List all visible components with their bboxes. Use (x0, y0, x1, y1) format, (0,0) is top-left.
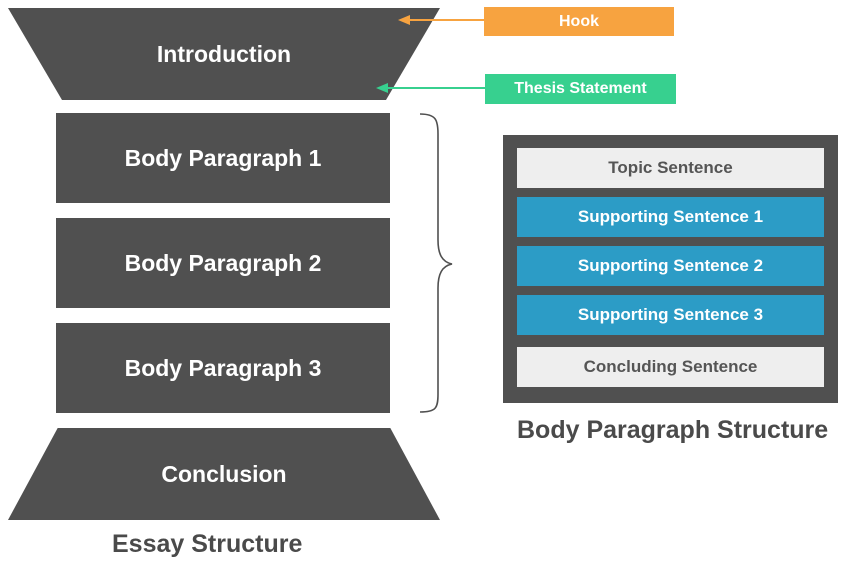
thesis-statement-tag: Thesis Statement (485, 74, 676, 104)
thesis-arrow (376, 83, 485, 93)
conclusion-block: Conclusion (8, 428, 440, 520)
body-paragraph-1-block: Body Paragraph 1 (56, 113, 390, 203)
supporting-sentence-1: Supporting Sentence 1 (517, 197, 824, 237)
topic-sentence-label: Topic Sentence (608, 158, 733, 177)
hook-tag: Hook (484, 7, 674, 36)
body-paragraph-1-label: Body Paragraph 1 (124, 144, 322, 171)
introduction-block: Introduction (8, 8, 440, 100)
supporting-sentence-2-label: Supporting Sentence 2 (577, 256, 764, 275)
supporting-sentence-3: Supporting Sentence 3 (517, 295, 824, 335)
introduction-label: Introduction (156, 40, 292, 67)
body-paragraph-3-label: Body Paragraph 3 (124, 354, 322, 381)
concluding-sentence-label: Concluding Sentence (583, 357, 758, 376)
thesis-statement-label: Thesis Statement (514, 80, 647, 97)
supporting-sentence-3-label: Supporting Sentence 3 (577, 305, 764, 324)
topic-sentence: Topic Sentence (517, 148, 824, 188)
essay-structure-caption: Essay Structure (112, 530, 303, 558)
body-paragraph-2-label: Body Paragraph 2 (124, 249, 322, 276)
body-paragraph-structure-caption: Body Paragraph Structure (517, 416, 829, 444)
body-paragraph-3-block: Body Paragraph 3 (56, 323, 390, 413)
conclusion-label: Conclusion (161, 460, 287, 487)
supporting-sentence-1-label: Supporting Sentence 1 (577, 207, 764, 226)
hook-label: Hook (559, 12, 599, 30)
curly-brace (419, 113, 453, 413)
body-paragraph-2-block: Body Paragraph 2 (56, 218, 390, 308)
hook-arrow (398, 15, 484, 25)
supporting-sentence-2: Supporting Sentence 2 (517, 246, 824, 286)
concluding-sentence: Concluding Sentence (517, 347, 824, 387)
